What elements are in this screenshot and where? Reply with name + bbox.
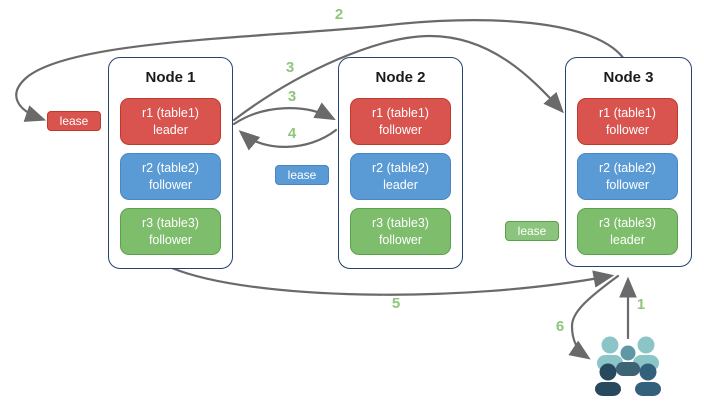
replica-name: r3 (table3) — [142, 216, 199, 231]
replica-name: r1 (table1) — [142, 106, 199, 121]
replica-name: r2 (table2) — [599, 161, 656, 176]
step-label-1: 1 — [636, 296, 646, 313]
replica-name: r2 (table2) — [142, 161, 199, 176]
step-label-6: 6 — [555, 318, 565, 335]
node3-replica-r3: r3 (table3) leader — [577, 208, 678, 255]
replica-role: follower — [378, 232, 423, 247]
replica-name: r3 (table3) — [599, 216, 656, 231]
replica-role: follower — [148, 177, 193, 192]
replica-role: follower — [378, 122, 423, 137]
replica-name: r2 (table2) — [372, 161, 429, 176]
node2-replica-r2: r2 (table2) leader — [350, 153, 451, 200]
node-1: Node 1 r1 (table1) leader r2 (table2) fo… — [108, 57, 233, 269]
replica-role: leader — [153, 122, 188, 137]
arrow-step2-lease-transfer — [15, 19, 628, 122]
node2-replica-r3: r3 (table3) follower — [350, 208, 451, 255]
replica-name: r1 (table1) — [372, 106, 429, 121]
node-3: Node 3 r1 (table1) follower r2 (table2) … — [565, 57, 692, 267]
replica-role: follower — [148, 232, 193, 247]
lease-tag-table3: lease — [505, 221, 559, 241]
replica-name: r3 (table3) — [372, 216, 429, 231]
arrow-step3-replicate-node2 — [232, 102, 336, 126]
step-label-4: 4 — [287, 125, 297, 142]
node-1-title: Node 1 — [145, 69, 196, 86]
node3-replica-r2: r2 (table2) follower — [577, 153, 678, 200]
node2-replica-r1: r1 (table1) follower — [350, 98, 451, 145]
replica-role: follower — [605, 122, 650, 137]
replica-role: follower — [605, 177, 650, 192]
replica-role: leader — [610, 232, 645, 247]
step-label-3b: 3 — [287, 88, 297, 105]
node-2-title: Node 2 — [375, 69, 426, 86]
replica-role: leader — [383, 177, 418, 192]
lease-tag-table1: lease — [47, 111, 101, 131]
node3-replica-r1: r1 (table1) follower — [577, 98, 678, 145]
replica-name: r1 (table1) — [599, 106, 656, 121]
node-3-title: Node 3 — [603, 69, 654, 86]
step-label-2: 2 — [334, 6, 344, 23]
lease-tag-table2: lease — [275, 165, 329, 185]
step-label-3a: 3 — [285, 59, 295, 76]
node1-replica-r1: r1 (table1) leader — [120, 98, 221, 145]
arrow-step6-response — [568, 274, 620, 360]
node-2: Node 2 r1 (table1) follower r2 (table2) … — [338, 57, 463, 269]
arrow-step5-forward — [170, 266, 615, 296]
arrow-step4-ack — [238, 128, 338, 151]
users-group-icon — [595, 336, 661, 396]
arrow-step3-replicate-node3 — [232, 34, 564, 122]
node1-replica-r3: r3 (table3) follower — [120, 208, 221, 255]
node1-replica-r2: r2 (table2) follower — [120, 153, 221, 200]
step-label-5: 5 — [391, 295, 401, 312]
